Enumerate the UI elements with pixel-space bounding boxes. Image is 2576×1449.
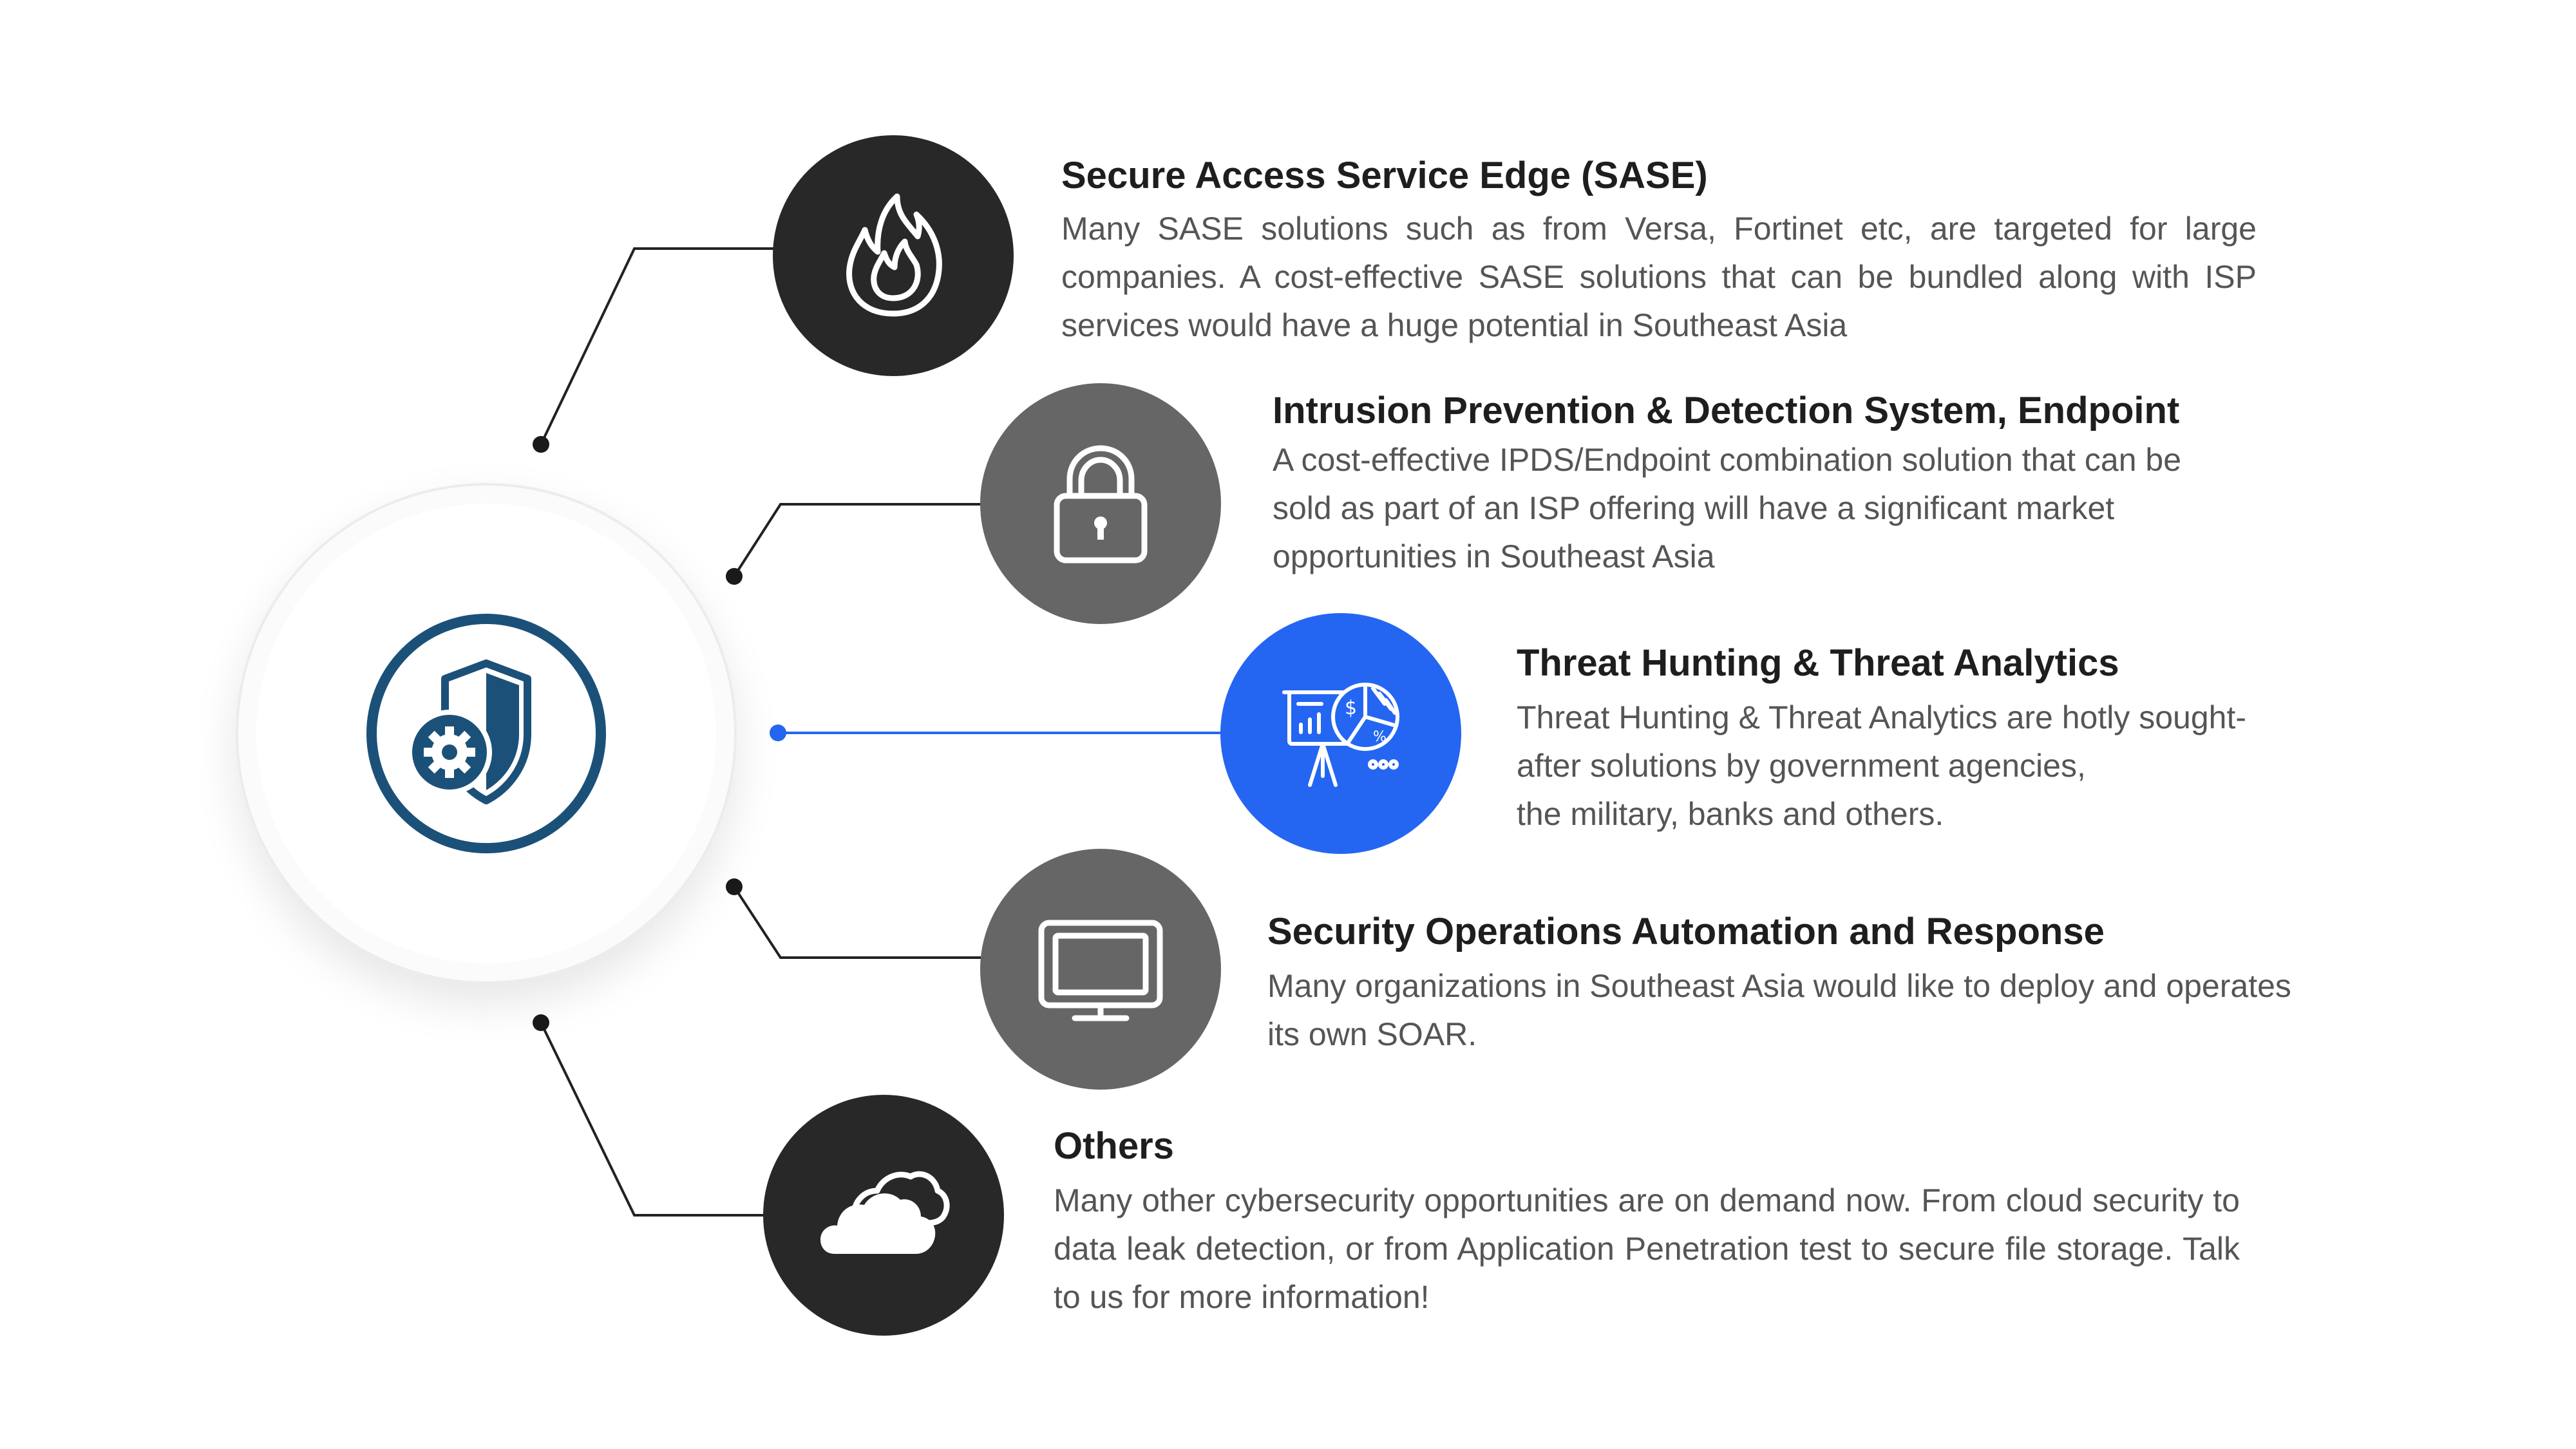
ipds-description: A cost-effective IPDS/Endpoint combinati… bbox=[1273, 441, 2182, 574]
analytics-presentation-icon: $ % bbox=[1282, 683, 1399, 787]
connector-dot-ipds bbox=[726, 568, 743, 585]
flame-icon bbox=[846, 193, 942, 317]
threat-analytics-description: Threat Hunting & Threat Analytics are ho… bbox=[1517, 699, 2247, 832]
sase-text: Secure Access Service Edge (SASE) Many S… bbox=[1061, 153, 2257, 350]
connector-ipds bbox=[733, 503, 982, 578]
padlock-icon bbox=[1054, 445, 1148, 564]
shield-gear-icon bbox=[366, 614, 606, 853]
sase-title: Secure Access Service Edge (SASE) bbox=[1061, 155, 1708, 196]
connector-dot-soar bbox=[726, 878, 743, 895]
connector-others bbox=[540, 1022, 773, 1217]
ipds-node bbox=[980, 383, 1221, 624]
connector-dot-threat bbox=[770, 724, 786, 741]
connector-sase bbox=[540, 247, 779, 445]
clouds-icon bbox=[820, 1171, 950, 1254]
soar-title: Security Operations Automation and Respo… bbox=[1267, 911, 2105, 952]
svg-text:$: $ bbox=[1345, 697, 1357, 719]
others-description: Many other cybersecurity opportunities a… bbox=[1054, 1182, 2240, 1315]
others-node bbox=[763, 1095, 1004, 1336]
soar-node bbox=[980, 849, 1221, 1090]
others-title: Others bbox=[1054, 1125, 1174, 1167]
svg-text:%: % bbox=[1373, 729, 1387, 745]
connector-soar bbox=[733, 886, 982, 959]
threat-analytics-text: Threat Hunting & Threat Analytics Threat… bbox=[1517, 641, 2483, 838]
sase-description: Many SASE solutions such as from Versa, … bbox=[1061, 210, 2257, 343]
threat-analytics-title: Threat Hunting & Threat Analytics bbox=[1517, 642, 2119, 684]
connector-dot-others bbox=[533, 1014, 549, 1031]
connector-dot-sase bbox=[533, 436, 549, 453]
ipds-title: Intrusion Prevention & Detection System,… bbox=[1273, 390, 2180, 431]
soar-description: Many organizations in Southeast Asia wou… bbox=[1267, 967, 2291, 1052]
threat-analytics-node: $ % bbox=[1220, 613, 1461, 854]
monitor-icon bbox=[1038, 920, 1163, 1021]
others-text: Others Many other cybersecurity opportun… bbox=[1054, 1124, 2240, 1321]
ipds-text: Intrusion Prevention & Detection System,… bbox=[1273, 388, 2367, 581]
soar-text: Security Operations Automation and Respo… bbox=[1267, 909, 2427, 1059]
sase-node bbox=[773, 135, 1014, 376]
